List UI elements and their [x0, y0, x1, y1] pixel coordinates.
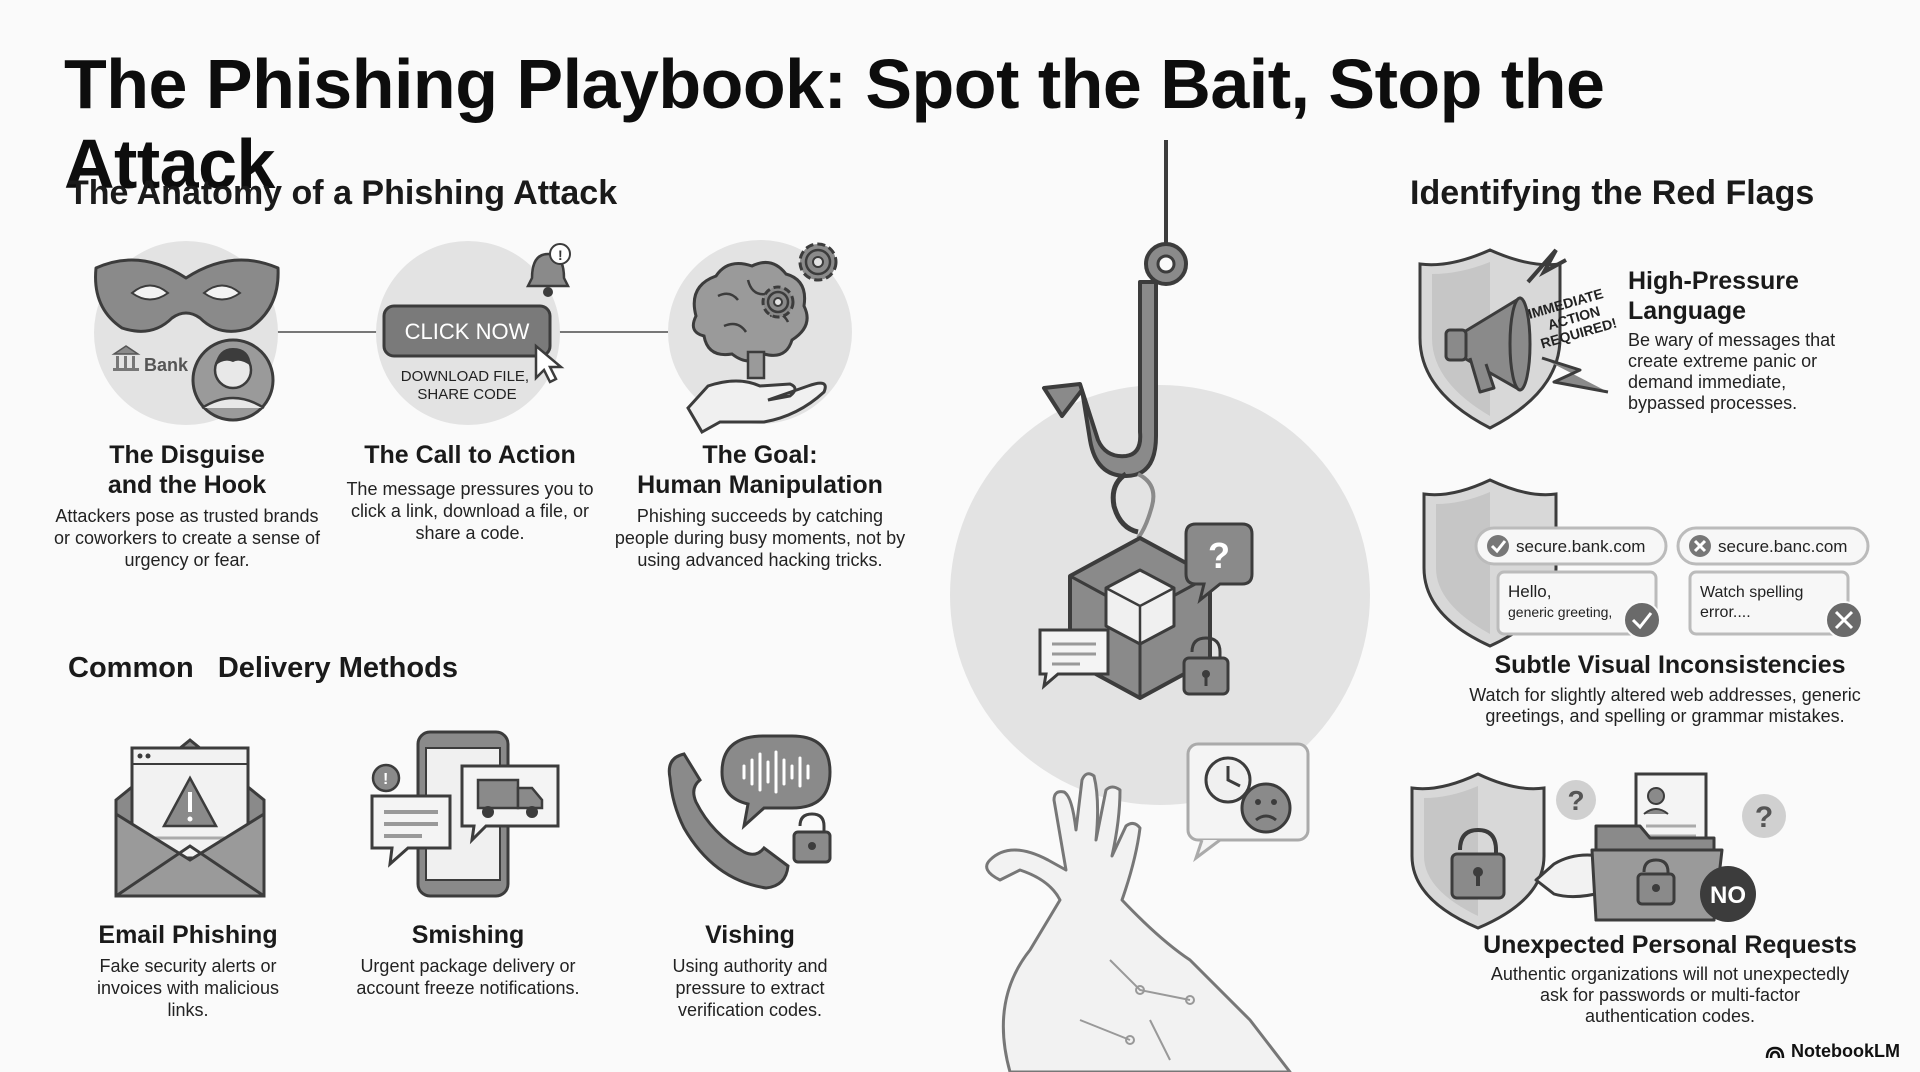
person-avatar-icon	[191, 338, 275, 422]
bell-alert-icon: !	[525, 243, 571, 297]
lock-icon	[792, 812, 832, 864]
flag-personal-desc: Authentic organizations will not unexpec…	[1490, 964, 1850, 1026]
method-smishing-desc: Urgent package delivery or account freez…	[356, 956, 580, 998]
truck-message-icon	[460, 764, 560, 845]
click-now-sublabel: DOWNLOAD FILE, SHARE CODE	[401, 368, 534, 403]
envelope-warning-icon	[114, 738, 266, 898]
step-disguise-heading: The Disguise and the Hook	[107, 441, 267, 499]
flag-pressure-desc: Be wary of messages that create extreme …	[1628, 330, 1836, 413]
svg-text:!: !	[383, 771, 388, 788]
step-call-to-action-desc: The message pressures you to click a lin…	[346, 479, 594, 543]
mask-icon: Bank	[94, 241, 280, 425]
good-note-text: Hello, generic greeting,	[1508, 582, 1612, 620]
svg-text:?: ?	[1567, 785, 1584, 816]
step-disguise-desc: Attackers pose as trusted brands or cowo…	[53, 506, 321, 570]
fake-url-pill: secure.banc.com	[1676, 526, 1870, 566]
svg-text:?: ?	[1755, 801, 1773, 834]
notebooklm-brand: NotebookLM	[1765, 1041, 1900, 1062]
good-url-text: secure.bank.com	[1516, 537, 1645, 556]
hand-icon	[686, 379, 827, 435]
click-now-label: CLICK NOW	[405, 319, 530, 344]
gear-icon	[798, 242, 838, 282]
question-mark: ?	[1208, 535, 1230, 576]
text-message-icon	[370, 794, 452, 868]
lock-folder-icon: ? ? NO	[1410, 772, 1786, 930]
question-bubble-icon: ?	[1184, 522, 1254, 604]
flag-visual-desc: Watch for slightly altered web addresses…	[1469, 685, 1861, 726]
method-vishing-heading: Vishing	[705, 921, 795, 949]
alert-icon: !	[371, 763, 401, 793]
red-flags-section-title: Identifying the Red Flags	[1410, 174, 1815, 212]
brain-gears-icon	[668, 240, 852, 435]
lock-icon	[1450, 827, 1506, 900]
notebooklm-logo-icon	[1765, 1046, 1785, 1058]
brand-label: NotebookLM	[1791, 1041, 1900, 1061]
fishing-hook-icon: ?	[950, 140, 1370, 1072]
megaphone-shield-icon: IMMEDIATE ACTION REQUIRED!	[1418, 248, 1619, 430]
phone-call-icon	[667, 734, 832, 890]
svg-text:!: !	[558, 247, 563, 263]
phone-sms-icon: !	[370, 730, 560, 898]
no-badge: NO	[1700, 866, 1756, 922]
flag-visual-heading: Subtle Visual Inconsistencies	[1494, 651, 1846, 679]
question-bubble-icon: ? ?	[1556, 780, 1786, 838]
click-now-button-icon: ! CLICK NOW DOWNLOAD FILE, SHARE CODE	[376, 241, 571, 425]
method-vishing-desc: Using authority and pressure to extract …	[672, 956, 828, 1020]
bad-url-text: secure.banc.com	[1718, 537, 1847, 556]
anatomy-section-title: The Anatomy of a Phishing Attack	[68, 174, 618, 212]
flag-pressure-heading: High-Pressure Language	[1628, 267, 1799, 325]
no-badge-label: NO	[1710, 882, 1746, 909]
step-goal-heading: The Goal: Human Manipulation	[637, 441, 883, 499]
valid-url-pill: secure.bank.com	[1474, 526, 1668, 566]
bank-label: Bank	[144, 355, 189, 375]
sound-wave-bubble-icon	[720, 734, 832, 831]
chat-bubble-icon	[1038, 628, 1110, 690]
method-email-heading: Email Phishing	[98, 921, 278, 949]
bad-note-text: Watch spelling error....	[1700, 584, 1808, 621]
url-compare-icon: secure.bank.com secure.banc.com Hello, g…	[1422, 478, 1870, 648]
cursor-icon	[534, 343, 565, 384]
step-goal-desc: Phishing succeeds by catching people dur…	[614, 506, 906, 570]
method-smishing-heading: Smishing	[411, 921, 525, 949]
bank-icon	[111, 345, 141, 371]
page-title: The Phishing Playbook: Spot the Bait, St…	[64, 45, 1605, 203]
folder-icon	[1590, 824, 1724, 922]
clock-sad-bubble-icon	[1186, 742, 1310, 863]
spelling-note-card: Watch spelling error....	[1688, 570, 1863, 639]
reaching-hand-icon	[985, 772, 1292, 1072]
step-call-to-action-heading: The Call to Action	[364, 441, 576, 469]
greeting-note-card: Hello, generic greeting,	[1496, 570, 1661, 639]
delivery-section-title: Common Delivery Methods	[68, 652, 458, 684]
lock-icon	[1182, 636, 1230, 696]
flag-personal-heading: Unexpected Personal Requests	[1483, 931, 1857, 959]
method-email-desc: Fake security alerts or invoices with ma…	[96, 956, 280, 1020]
gear-icon	[761, 285, 795, 319]
